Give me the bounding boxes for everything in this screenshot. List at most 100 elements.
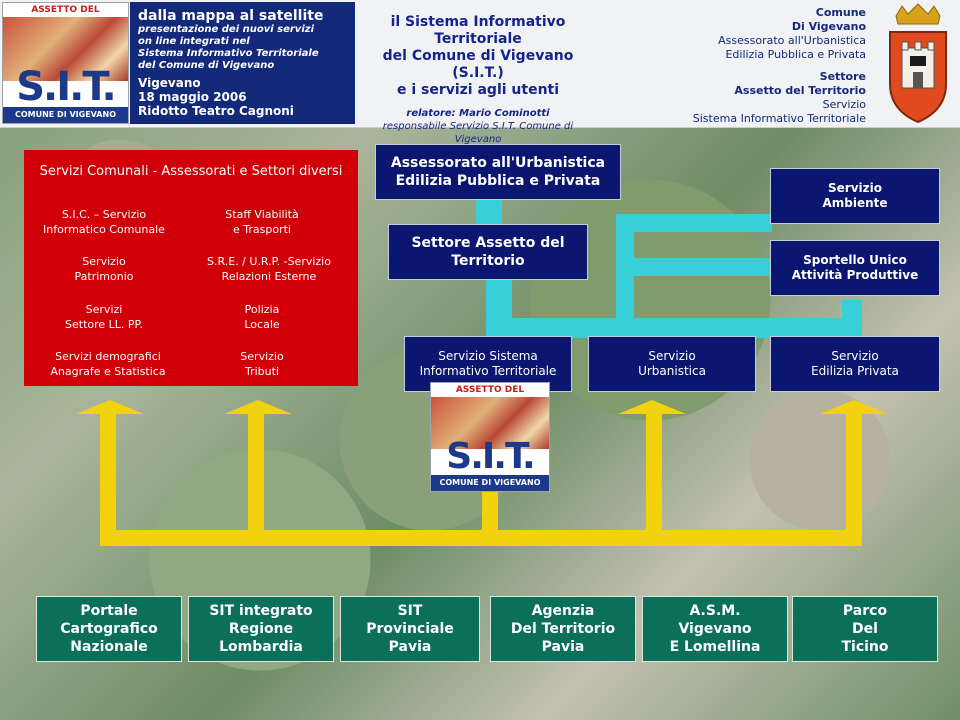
partner-portale-l2: Cartografico xyxy=(60,621,158,637)
arrow-horizontal-bar xyxy=(100,530,862,546)
partner-agenzia-l2: Del Territorio xyxy=(510,621,616,637)
partner-parco: Parco Del Ticino xyxy=(792,596,938,662)
connector-urbanistica xyxy=(656,318,676,338)
center-logo-photo xyxy=(431,397,549,449)
service-sic-l1: S.I.C. – Servizio xyxy=(61,208,147,221)
edilizia-l2: Edilizia Privata xyxy=(811,364,899,378)
arrow-up-2 xyxy=(224,400,292,414)
service-polizia-l1: Polizia xyxy=(244,303,280,316)
speaker: relatore: Mario Cominotti xyxy=(406,108,550,119)
box-ambiente: Servizio Ambiente xyxy=(770,168,940,224)
partner-sit-provinciale-l2: Provinciale xyxy=(366,621,454,637)
partner-portale-l3: Nazionale xyxy=(70,639,148,655)
partner-portale-l1: Portale xyxy=(80,603,138,619)
connector-assessorato-settore xyxy=(476,200,502,226)
organization-block: Comune Di Vigevano Assessorato all'Urban… xyxy=(680,6,866,125)
partner-agenzia-l1: Agenzia xyxy=(531,603,595,619)
event-title: dalla mappa al satellite xyxy=(138,8,324,24)
sportello-l1: Sportello Unico xyxy=(803,253,907,267)
arrow-stem-right2 xyxy=(646,414,662,544)
partner-parco-l1: Parco xyxy=(842,603,888,619)
service-demografici-l1: Servizi demografici xyxy=(55,350,161,363)
org-settore: Settore xyxy=(819,70,866,83)
event-city: Vigevano xyxy=(138,76,201,90)
service-llpp-l2: Settore LL. PP. xyxy=(65,318,143,331)
partner-sit-provinciale-l3: Pavia xyxy=(388,639,432,655)
box-sportello: Sportello Unico Attività Produttive xyxy=(770,240,940,296)
connector-to-ambiente xyxy=(616,214,772,232)
sportello-l2: Attività Produttive xyxy=(791,268,919,282)
partner-sit-provinciale: SIT Provinciale Pavia xyxy=(340,596,480,662)
logo-banner: ASSETTO DEL TERRITORIO xyxy=(3,3,128,29)
center-logo-sit-text: S.I.T. xyxy=(446,436,535,477)
arrow-stem-right xyxy=(846,414,862,544)
ambiente-l1: Servizio xyxy=(828,181,882,195)
service-sre-urp-l2: Relazioni Esterne xyxy=(221,270,317,283)
partner-agenzia-l3: Pavia xyxy=(541,639,585,655)
partner-parco-l3: Ticino xyxy=(841,639,889,655)
settore-l1: Settore Assetto del xyxy=(411,235,565,251)
event-subtitle-1: presentazione dei nuovi servizi xyxy=(138,24,315,35)
center-logo-banner: ASSETTO DEL TERRITORIO xyxy=(431,383,549,409)
assessorato-l1: Assessorato all'Urbanistica xyxy=(390,155,606,171)
speaker-role: responsabile Servizio S.I.T. Comune di V… xyxy=(382,121,574,145)
partner-sit-regione: SIT integrato Regione Lombardia xyxy=(188,596,334,662)
service-viabilita: Staff Viabilità e Trasporti xyxy=(192,207,332,237)
org-servizio: Servizio xyxy=(822,98,866,111)
service-sic: S.I.C. – Servizio Informatico Comunale xyxy=(34,207,174,237)
talk-title-block: il Sistema Informativo Territoriale del … xyxy=(358,14,598,145)
sit-l1: Servizio Sistema xyxy=(438,349,538,363)
city-crest-icon xyxy=(889,3,947,124)
event-date: 18 maggio 2006 xyxy=(138,90,247,104)
talk-title-2: del Comune di Vigevano xyxy=(382,48,574,64)
arrow-stem-center xyxy=(482,492,498,542)
assessorato-l2: Edilizia Pubblica e Privata xyxy=(395,173,601,189)
sit-l2: Informativo Territoriale xyxy=(419,364,557,378)
sit-logo-center: ASSETTO DEL TERRITORIO S.I.T. COMUNE DI … xyxy=(430,382,550,492)
talk-title-1: il Sistema Informativo Territoriale xyxy=(390,14,566,47)
service-tributi-l2: Tributi xyxy=(244,365,279,378)
org-assessorato: Assessorato all'Urbanistica xyxy=(718,34,866,47)
service-llpp-l1: Servizi xyxy=(85,303,123,316)
arrow-up-1 xyxy=(76,400,144,414)
partner-asm: A.S.M. Vigevano E Lomellina xyxy=(642,596,788,662)
settore-l2: Territorio xyxy=(451,253,525,269)
org-sit: Sistema Informativo Territoriale xyxy=(692,112,866,125)
box-assessorato: Assessorato all'Urbanistica Edilizia Pub… xyxy=(375,144,621,200)
service-patrimonio-l2: Patrimonio xyxy=(74,270,134,283)
service-sic-l2: Informatico Comunale xyxy=(43,223,165,236)
org-edilizia: Edilizia Pubblica e Privata xyxy=(725,48,866,61)
event-subtitle-2: on line integrati nel xyxy=(138,36,250,47)
municipal-services-panel: Servizi Comunali - Assessorati e Settori… xyxy=(24,150,358,386)
red-panel-title: Servizi Comunali - Assessorati e Settori… xyxy=(39,164,343,179)
talk-title-4: e i servizi agli utenti xyxy=(396,82,560,98)
event-details: Vigevano 18 maggio 2006 Ridotto Teatro C… xyxy=(138,76,294,118)
service-viabilita-l2: e Trasporti xyxy=(233,223,291,236)
logo-sit-text: S.I.T. xyxy=(16,64,117,110)
urbanistica-l2: Urbanistica xyxy=(638,364,706,378)
event-subtitle-3: Sistema Informativo Territoriale xyxy=(138,48,319,59)
service-demografici: Servizi demografici Anagrafe e Statistic… xyxy=(28,349,188,379)
org-comune: Comune xyxy=(815,6,866,19)
box-edilizia-privata: Servizio Edilizia Privata xyxy=(770,336,940,392)
arrow-up-3 xyxy=(618,400,686,414)
service-sre-urp-l1: S.R.E. / U.R.P. -Servizio xyxy=(207,255,331,268)
org-assetto: Assetto del Territorio xyxy=(734,84,866,97)
connector-edilizia xyxy=(842,300,862,338)
service-patrimonio-l1: Servizio xyxy=(82,255,126,268)
service-sre-urp: S.R.E. / U.R.P. -Servizio Relazioni Este… xyxy=(180,254,358,284)
partner-parco-l2: Del xyxy=(852,621,878,637)
logo-photo xyxy=(3,17,128,81)
arrow-stem-left2 xyxy=(248,414,264,544)
box-urbanistica: Servizio Urbanistica xyxy=(588,336,756,392)
partner-asm-l2: Vigevano xyxy=(678,621,752,637)
arrow-up-4 xyxy=(820,400,888,414)
service-demografici-l2: Anagrafe e Statistica xyxy=(50,365,166,378)
talk-title-3: (S.I.T.) xyxy=(452,65,504,81)
partner-sit-regione-l1: SIT integrato xyxy=(209,603,313,619)
partner-sit-regione-l2: Regione xyxy=(228,621,294,637)
ambiente-l2: Ambiente xyxy=(822,196,888,210)
event-info-panel: dalla mappa al satellite presentazione d… xyxy=(130,2,355,124)
partner-sit-provinciale-l1: SIT xyxy=(397,603,423,619)
center-logo-footer: COMUNE DI VIGEVANO xyxy=(431,475,549,491)
